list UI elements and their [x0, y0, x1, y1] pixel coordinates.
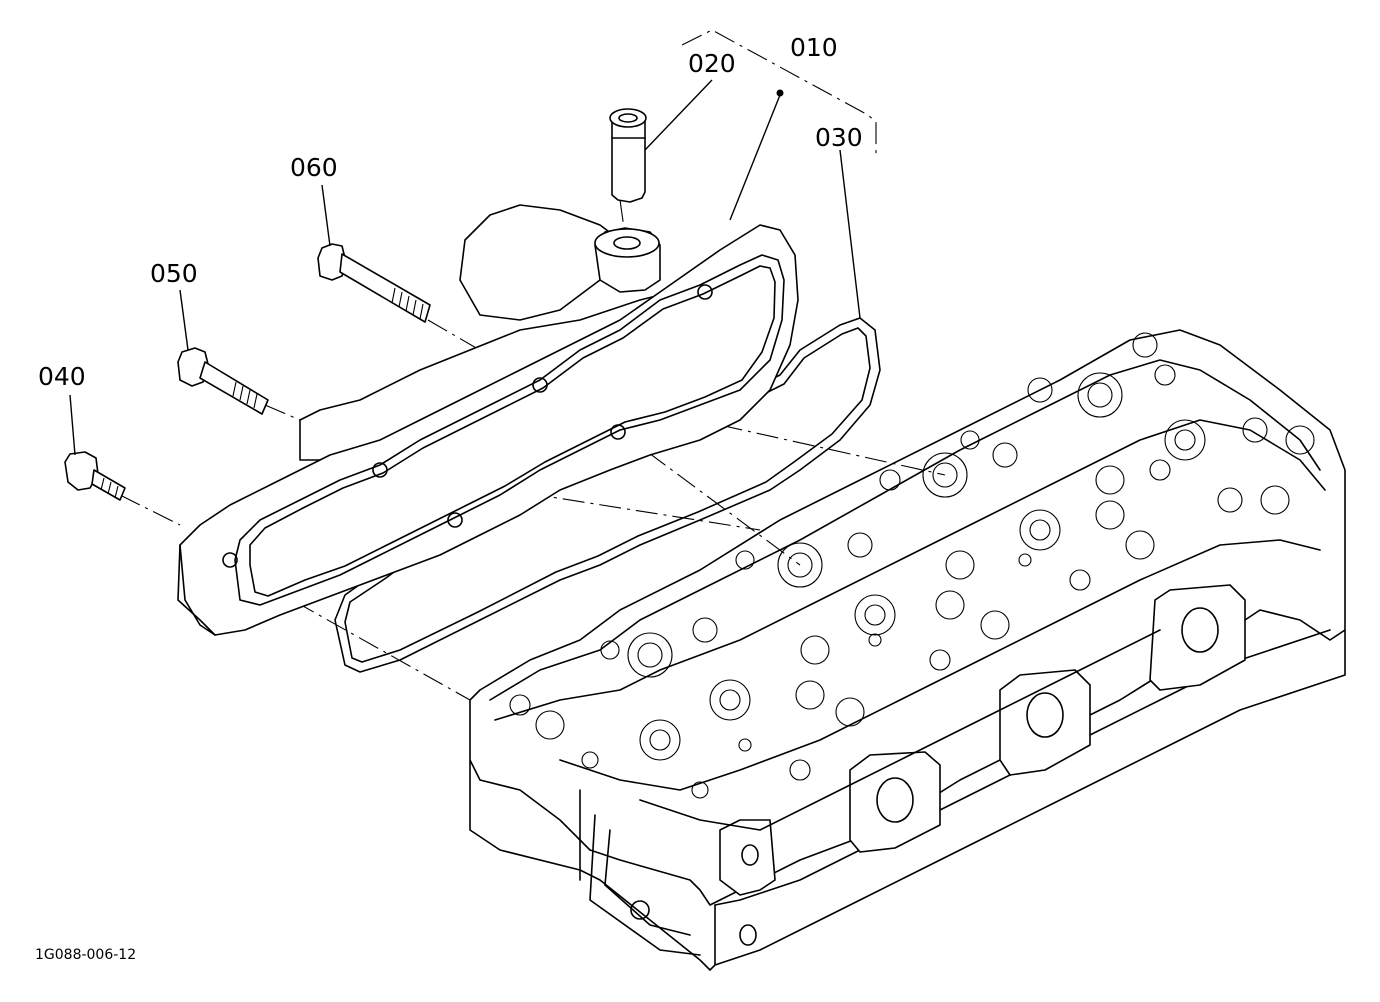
- pipe-nipple-part: [609, 108, 647, 203]
- callout-leaders: [69, 29, 877, 456]
- cylinder-head: [469, 329, 1346, 971]
- callout-050: 050: [150, 259, 198, 288]
- callout-020: 020: [688, 49, 736, 78]
- bolt-060: [317, 243, 431, 323]
- cover-housing-part: [177, 204, 799, 636]
- drawing-code: 1G088-006-12: [35, 947, 136, 963]
- callout-010: 010: [790, 33, 838, 62]
- callout-060: 060: [290, 153, 338, 182]
- callout-030: 030: [815, 123, 863, 152]
- leader-dot: [776, 89, 784, 97]
- bolt-040: [64, 451, 126, 501]
- bolt-050: [177, 347, 269, 415]
- callout-040: 040: [38, 362, 86, 391]
